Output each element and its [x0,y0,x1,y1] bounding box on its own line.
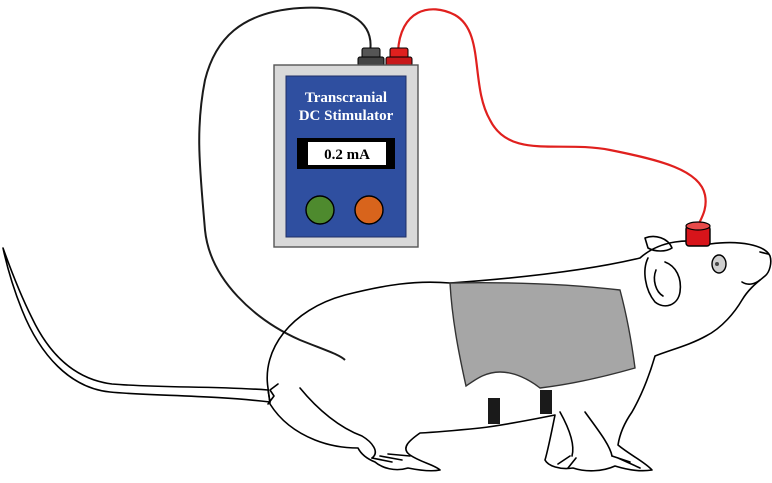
current-display [308,142,386,165]
rat-ear [644,257,682,307]
orange-button[interactable] [354,195,384,225]
rat-fur-tuft [267,383,279,405]
device-title-line2: DC Stimulator [299,108,394,124]
rat-nose [759,251,769,255]
rat-illustration [2,235,772,472]
head-electrode [685,221,711,247]
rat-front-leg [559,411,613,457]
stimulator-device: Transcranial DC Stimulator 0.2 mA [273,64,419,248]
device-title-line1: Transcranial [305,90,387,106]
rat-mouth [741,279,761,285]
anode-wire [396,8,707,229]
rat-hind-foot-toes [371,453,411,463]
rat-hind-leg [299,387,377,459]
green-button[interactable] [305,195,335,225]
cathode-wire [198,6,372,361]
rat-pupil [715,262,719,266]
jacket-strap-right [540,390,552,414]
rat-tail [2,247,271,403]
rodent-jacket [449,281,636,424]
jacket-body [449,281,636,389]
rat-ear-inner [653,269,664,297]
anode-plug [385,47,413,67]
rat-front-toes [557,455,641,469]
current-display-value: 0.2 mA [324,147,370,163]
rat-body [266,240,772,472]
jacket-strap-left [488,398,500,424]
rat-back-ear [644,235,673,252]
cathode-plug [357,47,385,67]
